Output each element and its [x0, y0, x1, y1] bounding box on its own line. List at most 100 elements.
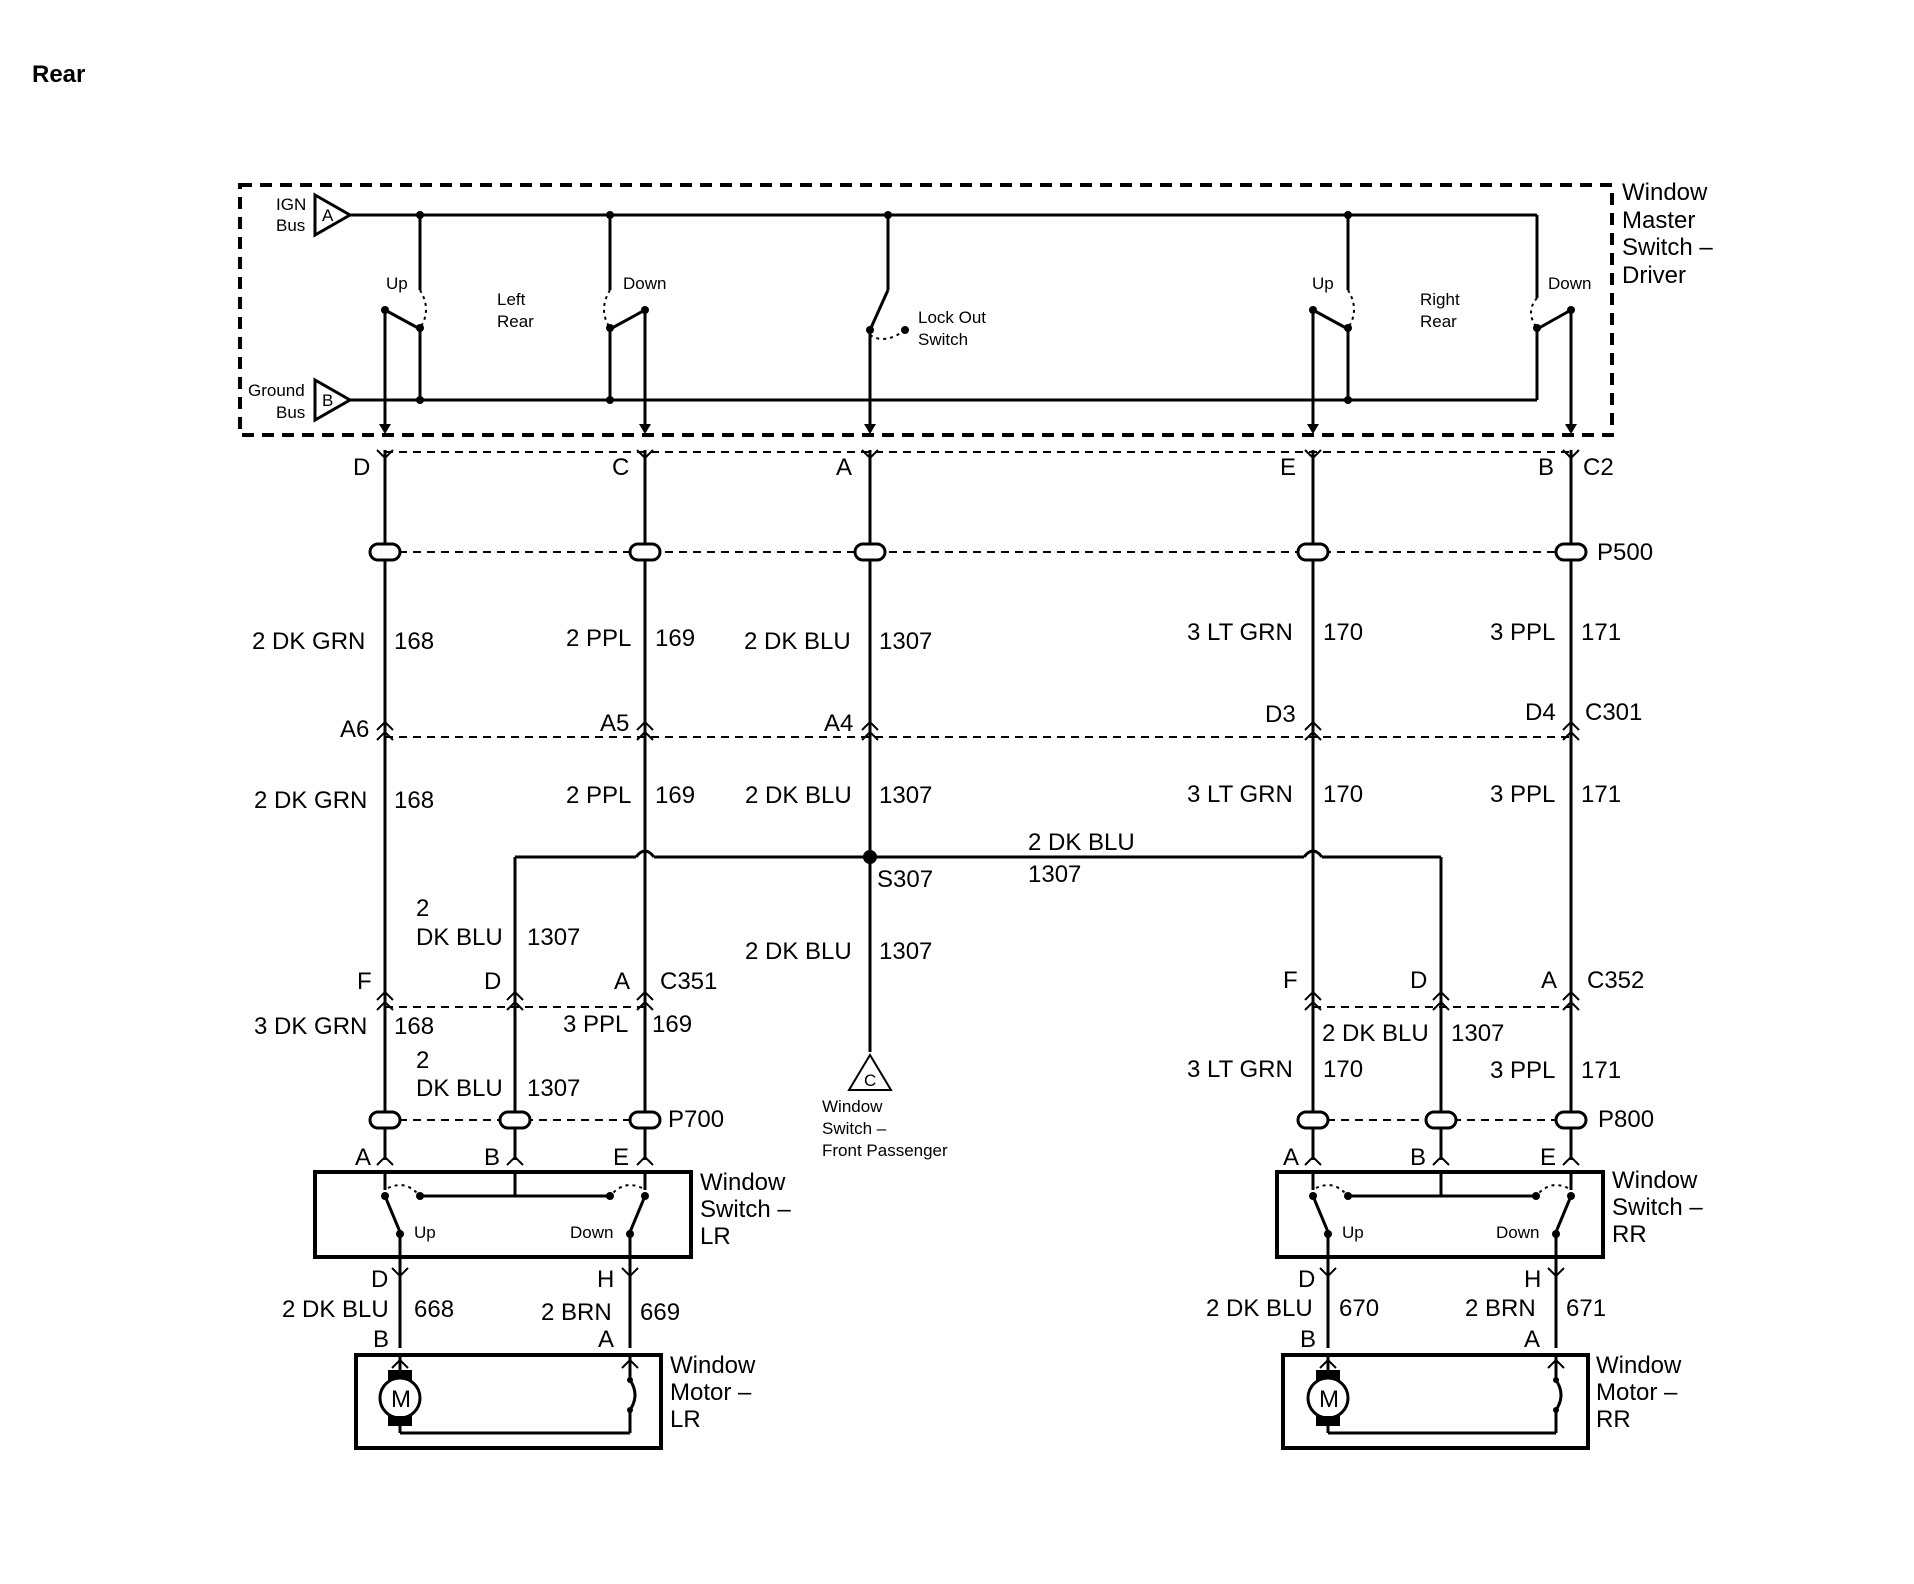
ground-bus-label-2: Bus	[276, 403, 305, 422]
rr-motor-m: M	[1319, 1386, 1339, 1413]
lr-switch-title-2: Switch –	[700, 1196, 791, 1223]
c352-pin-a: A	[1541, 967, 1557, 994]
rr-motor-title-3: RR	[1596, 1406, 1631, 1433]
wire-1307-lr-branch-circuit: 1307	[527, 924, 580, 951]
wire-170-low-circuit: 170	[1323, 1056, 1363, 1083]
wire-1307-top-size: 2 DK BLU	[744, 628, 851, 655]
rr-motor-pin-a: A	[1524, 1326, 1540, 1353]
wire-671-size: 2 BRN	[1465, 1295, 1536, 1322]
left-rear-label-2: Rear	[497, 312, 534, 331]
window-motor-lr: B A M Window Motor – LR	[354, 1326, 756, 1450]
c301-pin-a5: A5	[600, 710, 629, 737]
wire-669-size: 2 BRN	[541, 1299, 612, 1326]
wire-1307-mid-size: 2 DK BLU	[745, 782, 852, 809]
front-passenger-label-3: Front Passenger	[822, 1141, 948, 1160]
c301-name: C301	[1585, 699, 1642, 726]
c352-name: C352	[1587, 967, 1644, 994]
right-rear-down-switch: Down	[1530, 274, 1591, 434]
c301-pin-a6: A6	[340, 716, 369, 743]
window-switch-lr: A B E Up Down Window Switch – LR D H	[313, 1144, 791, 1293]
wire-169-top-size: 2 PPL	[566, 625, 631, 652]
c2-name: C2	[1583, 454, 1614, 481]
master-switch-boundary	[238, 183, 1614, 437]
wire-171-mid-circuit: 171	[1581, 781, 1621, 808]
c301-pin-d4: D4	[1525, 699, 1556, 726]
wire-1307-down-size: 2 DK BLU	[745, 938, 852, 965]
rr-switch-pin-a: A	[1283, 1144, 1299, 1171]
wire-1307-lr-low-size-2: DK BLU	[416, 1075, 503, 1102]
left-rear-label-1: Left	[497, 290, 526, 309]
connector-c351: F D A C351	[357, 968, 717, 1011]
p500-name: P500	[1597, 539, 1653, 566]
c2-pin-b: B	[1538, 454, 1554, 481]
ground-bus-pin: B	[322, 391, 333, 410]
rr-switch-title-1: Window	[1612, 1167, 1698, 1194]
wire-1307-rr-low-circuit: 1307	[1451, 1020, 1504, 1047]
rr-switch-down-label: Down	[1496, 1223, 1539, 1242]
right-rear-label-1: Right	[1420, 290, 1460, 309]
lr-switch-pin-d: D	[371, 1266, 388, 1293]
front-passenger-label-2: Switch –	[822, 1119, 887, 1138]
wire-168-top-size: 2 DK GRN	[252, 628, 365, 655]
rr-motor-body	[1281, 1353, 1590, 1450]
wire-668-circuit: 668	[414, 1296, 454, 1323]
c351-name: C351	[660, 968, 717, 995]
c301-pin-d3: D3	[1265, 701, 1296, 728]
lr-switch-pin-b: B	[484, 1144, 500, 1171]
wire-669-circuit: 669	[640, 1299, 680, 1326]
left-rear-up-label: Up	[386, 274, 408, 293]
connector-c2: D C A E B C2	[353, 449, 1614, 481]
left-rear-up-switch: Up	[379, 211, 427, 434]
lock-out-label-1: Lock Out	[918, 308, 986, 327]
c2-pin-e: E	[1280, 454, 1296, 481]
lr-switch-pin-h: H	[597, 1266, 614, 1293]
wire-170-top-circuit: 170	[1323, 619, 1363, 646]
wire-labels-middle: 2 DK GRN 168 2 PPL 169 2 DK BLU 1307 3 L…	[254, 781, 1621, 814]
ground-bus-terminal	[313, 377, 354, 423]
lr-switch-title-1: Window	[700, 1169, 786, 1196]
rr-switch-pin-d: D	[1298, 1266, 1315, 1293]
wire-1307-h-circuit: 1307	[1028, 861, 1081, 888]
master-switch-title-2: Master	[1622, 207, 1695, 234]
wire-1307-lr-branch-size-2: DK BLU	[416, 924, 503, 951]
ign-bus-label-2: Bus	[276, 216, 305, 235]
wire-1307-lr-branch-size-1: 2	[416, 895, 429, 922]
page-title: Rear	[32, 61, 85, 88]
lr-motor-pin-a: A	[598, 1326, 614, 1353]
c2-pin-a: A	[836, 454, 852, 481]
wire-168-low-size: 3 DK GRN	[254, 1013, 367, 1040]
wire-1307-rr-low-size: 2 DK BLU	[1322, 1020, 1429, 1047]
wire-1307-mid-circuit: 1307	[879, 782, 932, 809]
c351-pin-d: D	[484, 968, 501, 995]
c301-pin-a4: A4	[824, 710, 853, 737]
connector-p500: P500	[368, 539, 1653, 566]
splice-s307-label: S307	[877, 866, 933, 893]
wire-170-mid-size: 3 LT GRN	[1187, 781, 1293, 808]
right-rear-up-label: Up	[1312, 274, 1334, 293]
lr-switch-pin-a: A	[355, 1144, 371, 1171]
wire-171-low-size: 3 PPL	[1490, 1057, 1555, 1084]
left-rear-down-switch: Down	[603, 211, 666, 434]
wire-168-mid-size: 2 DK GRN	[254, 787, 367, 814]
wire-171-top-size: 3 PPL	[1490, 619, 1555, 646]
splice-s307-dot	[863, 850, 877, 864]
rr-motor-pin-b: B	[1300, 1326, 1316, 1353]
wire-1307-lr-low-circuit: 1307	[527, 1075, 580, 1102]
lr-motor-title-1: Window	[670, 1352, 756, 1379]
wire-670-circuit: 670	[1339, 1295, 1379, 1322]
connector-p800: P800	[1296, 1025, 1654, 1160]
rr-switch-pin-b: B	[1410, 1144, 1426, 1171]
wire-168-low-circuit: 168	[394, 1013, 434, 1040]
wire-1307-lr-low-size-1: 2	[416, 1047, 429, 1074]
wire-169-mid-size: 2 PPL	[566, 782, 631, 809]
rr-switch-title-3: RR	[1612, 1221, 1647, 1248]
right-rear-down-label: Down	[1548, 274, 1591, 293]
splice-s307-bus: S307 2 DK BLU 1307	[513, 829, 1443, 1025]
master-switch-title-3: Switch –	[1622, 234, 1713, 261]
wire-labels-lower: 3 DK GRN 168 3 PPL 169 2 DK BLU 1307 2 D…	[254, 1011, 1621, 1102]
wire-168-mid-circuit: 168	[394, 787, 434, 814]
lock-out-switch: Lock Out Switch	[864, 211, 986, 434]
rr-switch-pin-e: E	[1540, 1144, 1556, 1171]
c351-pin-f: F	[357, 968, 372, 995]
